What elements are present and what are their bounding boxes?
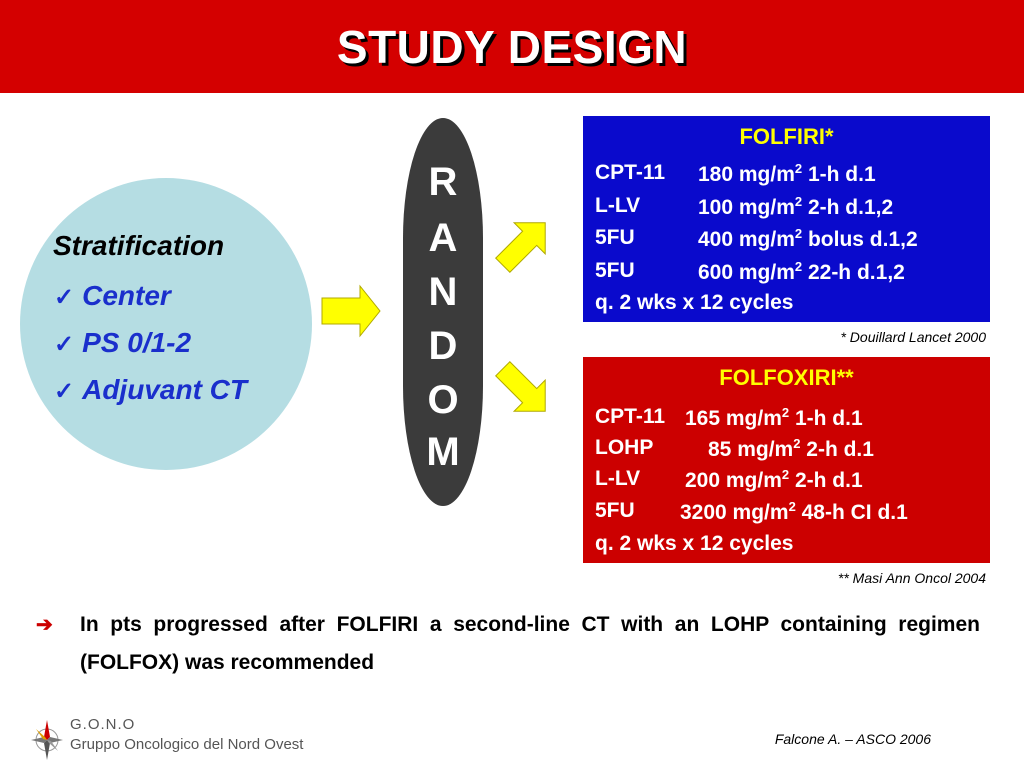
arrow-to-folfoxiri — [495, 361, 546, 412]
stratification-circle: Stratification ✓Center ✓PS 0/1-2 ✓Adjuva… — [20, 178, 312, 470]
gono-logo: G.O.N.O Gruppo Oncologico del Nord Ovest — [30, 714, 320, 762]
conclusion-note: ➔ In pts progressed after FOLFIRI a seco… — [36, 606, 980, 682]
arrow-to-folfiri — [495, 222, 546, 273]
folfoxiri-box: FOLFOXIRI** CPT-11 165 mg/m2 1-h d.1 LOH… — [583, 357, 990, 563]
stratification-title: Stratification — [53, 230, 225, 261]
random-oval: R A N D O M — [403, 118, 483, 506]
random-letter: N — [428, 270, 458, 314]
random-letter: D — [428, 324, 458, 368]
random-letter: R — [428, 160, 458, 204]
stratification-item: ✓Center — [54, 280, 171, 311]
stratification-item: ✓PS 0/1-2 — [54, 327, 192, 358]
check-icon: ✓ — [54, 284, 75, 311]
compass-star-icon — [31, 720, 63, 760]
regimen-cycles: q. 2 wks x 12 cycles — [595, 291, 794, 314]
check-icon: ✓ — [54, 331, 75, 358]
check-icon: ✓ — [54, 378, 75, 405]
logo-name: Gruppo Oncologico del Nord Ovest — [70, 736, 304, 753]
folfiri-box: FOLFIRI* CPT-11 180 mg/m2 1-h d.1 L-LV 1… — [583, 116, 990, 322]
folfiri-title: FOLFIRI* — [739, 124, 834, 149]
stratification-item: ✓Adjuvant CT — [54, 374, 247, 405]
regimen-cycles: q. 2 wks x 12 cycles — [595, 532, 794, 555]
arrow-right-icon: ➔ — [36, 614, 53, 636]
random-letter: A — [428, 216, 458, 260]
logo-acronym: G.O.N.O — [70, 716, 136, 733]
conclusion-text: In pts progressed after FOLFIRI a second… — [80, 613, 980, 674]
folfiri-reference: * Douillard Lancet 2000 — [840, 329, 986, 345]
folfoxiri-title: FOLFOXIRI** — [719, 365, 854, 390]
random-letter: O — [427, 378, 459, 422]
random-letter: M — [426, 430, 460, 474]
header-bar: STUDY DESIGN — [0, 0, 1024, 93]
citation: Falcone A. – ASCO 2006 — [774, 731, 931, 747]
page-title: STUDY DESIGN — [336, 20, 688, 73]
arrow-to-random — [321, 284, 381, 338]
folfoxiri-reference: ** Masi Ann Oncol 2004 — [837, 570, 986, 586]
